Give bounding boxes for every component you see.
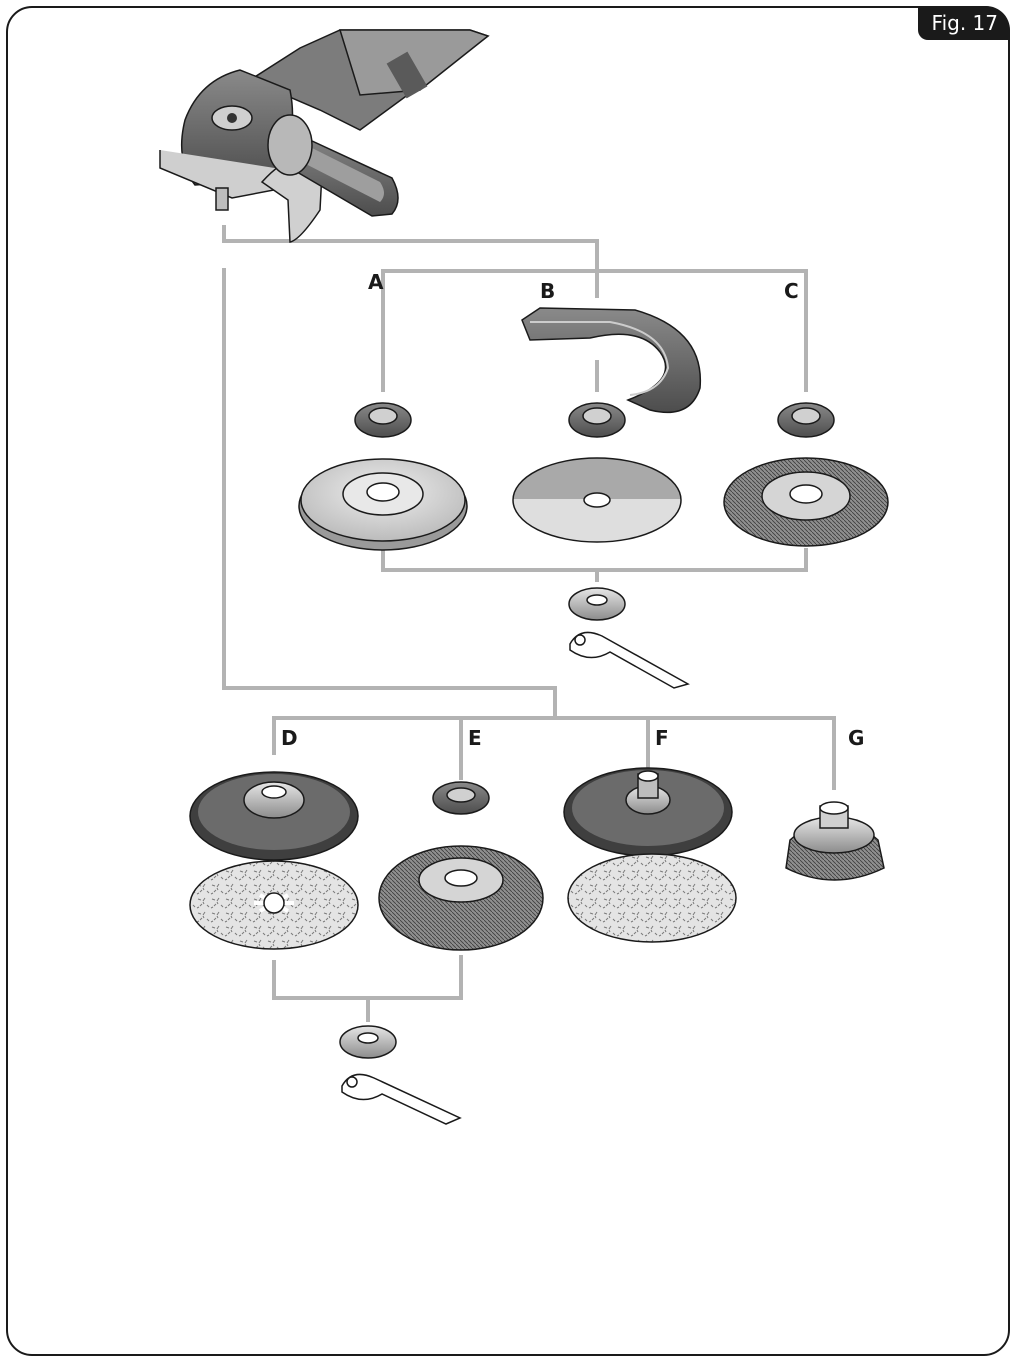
guard-icon [522, 308, 700, 412]
label-g: G [848, 726, 864, 750]
label-e: E [468, 726, 482, 750]
sanding-disc-icon [568, 854, 736, 942]
sanding-disc-icon [190, 861, 358, 949]
pin-spanner-icon [569, 588, 688, 688]
flange-nut-icon [433, 782, 489, 814]
backing-pad-icon [564, 768, 732, 856]
wire-wheel-icon [379, 846, 543, 950]
label-d: D [281, 726, 298, 750]
cup-brush-icon [786, 802, 884, 880]
flange-nut-icon [778, 403, 834, 437]
label-c: C [784, 279, 799, 303]
cutting-disc-icon [510, 455, 685, 544]
angle-grinder-icon [160, 30, 488, 242]
pin-spanner-icon [340, 1026, 460, 1124]
wire-wheel-icon [724, 458, 888, 546]
label-b: B [540, 279, 555, 303]
label-a: A [368, 270, 384, 294]
flange-nut-icon [569, 403, 625, 437]
flange-nut-icon [355, 403, 411, 437]
grinding-disc-icon [299, 459, 467, 550]
backing-pad-icon [190, 772, 358, 860]
label-f: F [655, 726, 669, 750]
